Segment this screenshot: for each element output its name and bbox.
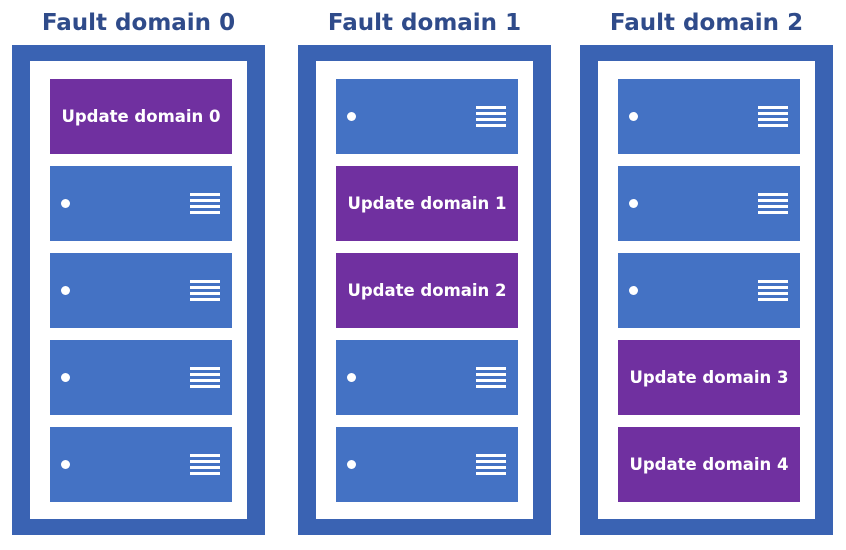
fault-domain-0: Fault domain 0 Update domain 0	[12, 0, 265, 550]
vent-lines-icon	[758, 280, 788, 301]
server-blade	[50, 340, 232, 415]
rack-interior: Update domain 3 Update domain 4	[598, 61, 815, 519]
update-domain-label: Update domain 3	[629, 368, 789, 387]
update-domain-block: Update domain 2	[336, 253, 518, 328]
rack-interior: Update domain 0	[30, 61, 247, 519]
fault-domain-title: Fault domain 1	[327, 10, 522, 36]
update-domain-block: Update domain 0	[50, 79, 232, 154]
fault-domain-title: Fault domain 2	[609, 10, 804, 36]
status-led-dot-icon	[629, 112, 638, 121]
status-led-dot-icon	[629, 286, 638, 295]
status-led-dot-icon	[347, 112, 356, 121]
server-blade	[50, 427, 232, 502]
status-led-dot-icon	[61, 286, 70, 295]
server-blade	[618, 253, 800, 328]
status-led-dot-icon	[61, 199, 70, 208]
rack-frame: Update domain 0	[12, 45, 265, 535]
server-blade	[336, 79, 518, 154]
update-domain-label: Update domain 0	[61, 107, 221, 126]
update-domain-block: Update domain 3	[618, 340, 800, 415]
update-domain-label: Update domain 1	[347, 194, 507, 213]
status-led-dot-icon	[61, 373, 70, 382]
fault-domain-title: Fault domain 0	[41, 10, 236, 36]
server-blade	[618, 166, 800, 241]
update-domain-label: Update domain 4	[629, 455, 789, 474]
vent-lines-icon	[190, 280, 220, 301]
vent-lines-icon	[758, 106, 788, 127]
status-led-dot-icon	[629, 199, 638, 208]
status-led-dot-icon	[61, 460, 70, 469]
vent-lines-icon	[476, 454, 506, 475]
rack-frame: Update domain 1 Update domain 2	[298, 45, 551, 535]
server-blade	[618, 79, 800, 154]
update-domain-block: Update domain 1	[336, 166, 518, 241]
vent-lines-icon	[190, 454, 220, 475]
server-blade	[336, 427, 518, 502]
server-blade	[50, 166, 232, 241]
server-blade	[50, 253, 232, 328]
vent-lines-icon	[476, 367, 506, 388]
server-blade	[336, 340, 518, 415]
vent-lines-icon	[190, 193, 220, 214]
status-led-dot-icon	[347, 373, 356, 382]
rack-frame: Update domain 3 Update domain 4	[580, 45, 833, 535]
vent-lines-icon	[758, 193, 788, 214]
update-domain-block: Update domain 4	[618, 427, 800, 502]
update-domain-label: Update domain 2	[347, 281, 507, 300]
vent-lines-icon	[190, 367, 220, 388]
status-led-dot-icon	[347, 460, 356, 469]
rack-interior: Update domain 1 Update domain 2	[316, 61, 533, 519]
vent-lines-icon	[476, 106, 506, 127]
